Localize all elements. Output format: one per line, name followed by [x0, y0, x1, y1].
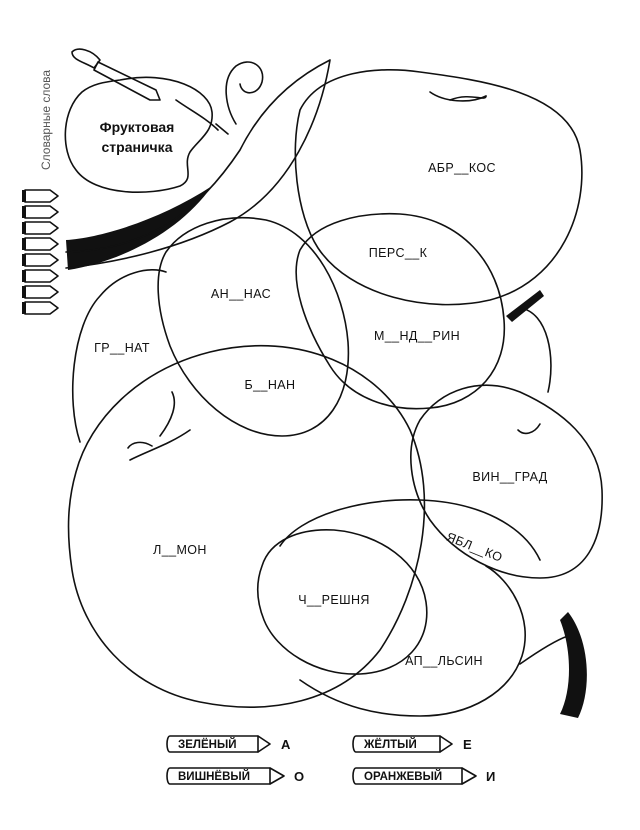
legend-item-orange: ОРАНЖЕВЫЙ И [352, 767, 495, 785]
apple-shape [279, 499, 541, 561]
legend-word-yellow: ЖЁЛТЫЙ [363, 738, 417, 751]
banana-label: Б__НАН [245, 378, 296, 392]
apricot-label: АБР__КОС [428, 161, 496, 175]
apricot-dimple [449, 95, 487, 101]
orange-shape [299, 565, 526, 717]
stem-dark [506, 290, 544, 322]
grape-label: ВИН__ГРАД [472, 470, 547, 484]
orange-twig [519, 635, 569, 665]
lemon-label: Л__МОН [153, 543, 207, 557]
legend-letter-yellow: Е [463, 737, 472, 752]
page-title-line1: Фруктовая [100, 119, 175, 135]
leaf-shape [65, 59, 331, 269]
paintbrush-icon [71, 48, 229, 135]
legend-word-orange: ОРАНЖЕВЫЙ [364, 770, 442, 783]
lemon-leaf [127, 391, 191, 461]
pineapple-shape [157, 216, 350, 437]
legend-letter-orange: И [486, 769, 495, 784]
pineapple-label: АН__НАС [211, 287, 271, 301]
legend-item-green: ЗЕЛЁНЫЙ А [166, 735, 291, 753]
peach-label: ПЕРС__К [369, 246, 428, 260]
apricot-stem [429, 91, 487, 102]
apricot-shape [294, 68, 583, 306]
legend-letter-green: А [281, 737, 291, 752]
cherry-shape [256, 529, 428, 675]
cherry-label: Ч__РЕШНЯ [298, 593, 370, 607]
orange-shadow [560, 612, 587, 718]
legend-letter-cherry: О [294, 769, 304, 784]
pencils-icon [22, 189, 59, 315]
legend-item-yellow: ЖЁЛТЫЙ Е [352, 735, 472, 753]
legend-word-green: ЗЕЛЁНЫЙ [178, 738, 236, 751]
leaf-shadow [66, 186, 212, 270]
legend-word-cherry: ВИШНЁВЫЙ [178, 770, 250, 783]
curl-stem [225, 61, 264, 125]
side-label: Словарные слова [39, 70, 53, 170]
page-title-line2: страничка [102, 139, 173, 155]
lemon-shape [67, 344, 426, 708]
apple-twig [519, 307, 552, 393]
pomegranate-shape [72, 269, 167, 443]
grape-shape [410, 384, 603, 579]
palette-shape [64, 76, 213, 193]
peach-shape [295, 212, 506, 410]
legend-item-cherry: ВИШНЁВЫЙ О [166, 767, 304, 785]
pomegranate-label: ГР__НАТ [94, 341, 150, 355]
grape-stem [517, 423, 541, 435]
mandarin-label: М__НД__РИН [374, 329, 460, 343]
orange-label: АП__ЛЬСИН [405, 654, 483, 668]
